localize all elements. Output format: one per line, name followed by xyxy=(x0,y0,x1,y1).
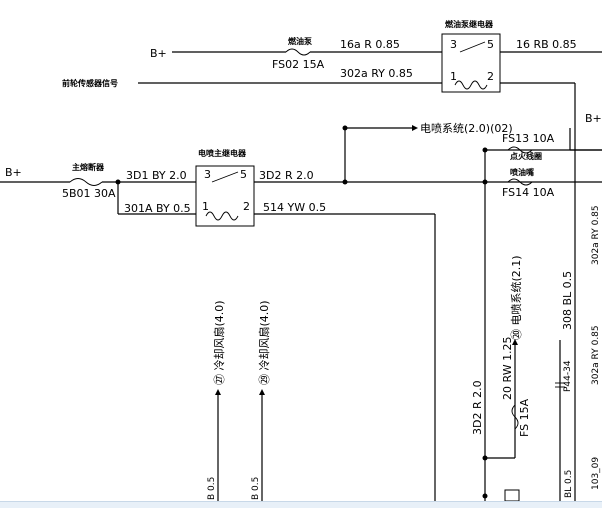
wire-20rw-label: 20 RW 1.25 xyxy=(501,336,514,400)
r1-label: 302a RY 0.85 xyxy=(591,205,601,265)
relay-mid-box xyxy=(195,165,255,227)
fs14-cn-label: 喷油嘴 xyxy=(510,167,534,177)
bl05-right-label: BL 0.5 xyxy=(564,470,574,498)
relay-mid-pin2: 2 xyxy=(243,200,250,213)
bottom-connector xyxy=(504,489,520,502)
junction-bottom xyxy=(482,493,488,499)
main-fuse-label: 5B01 30A xyxy=(62,187,116,200)
conn20-arrow xyxy=(512,339,518,345)
fuse-fs02-label: FS02 15A xyxy=(272,58,325,71)
p44-label: P44-34 xyxy=(563,360,573,392)
r2-label: 302a RY 0.85 xyxy=(591,325,601,385)
wire-3d1-label: 3D1 BY 2.0 xyxy=(126,169,187,182)
wire-514-label: 514 YW 0.5 xyxy=(263,201,326,214)
wire-16rb-label: 16 RB 0.85 xyxy=(516,38,577,51)
r3-label: 103_09 xyxy=(591,457,601,490)
fs15-label: FS 15A xyxy=(518,398,531,437)
wire-301a-label: 301A BY 0.5 xyxy=(124,202,191,215)
fuse-fs15-symbol xyxy=(511,404,519,430)
b-plus-top-label: B+ xyxy=(150,47,167,60)
fan29-arrow xyxy=(259,389,265,395)
fan27-arrow xyxy=(215,389,221,395)
wire-3d2-vert-label: 3D2 R 2.0 xyxy=(471,380,484,435)
junction-20 xyxy=(482,455,488,461)
bl05-left-label: B 0.5 xyxy=(207,477,217,500)
relay-top-box xyxy=(441,33,501,93)
fs13-label: FS13 10A xyxy=(502,132,555,145)
relay-top-cn-label: 燃油泵继电器 xyxy=(445,19,494,29)
relay-mid-pin5: 5 xyxy=(240,168,247,181)
relay-mid-pin1: 1 xyxy=(202,200,209,213)
relay-top-pin3: 3 xyxy=(450,38,457,51)
relay-top-switch xyxy=(459,41,486,53)
fuse-fs02-symbol xyxy=(285,48,311,56)
conn02-arrow xyxy=(412,125,418,131)
vert-29-label: ㉙ 冷却风扇(4.0) xyxy=(257,300,271,385)
fuse-fs02-cn-label: 燃油泵 xyxy=(288,36,312,46)
relay-mid-pin3: 3 xyxy=(204,168,211,181)
main-fuse-cn-label: 主熔断器 xyxy=(72,162,105,172)
conn-02-label: 电喷系统(2.0)(02) xyxy=(420,122,513,135)
left-signal-cn-label: 前轮传感器信号 xyxy=(62,78,118,88)
main-fuse-symbol xyxy=(69,178,103,186)
bl05-mid-label: B 0.5 xyxy=(251,477,261,500)
b-plus-right-label: B+ xyxy=(585,112,602,125)
relay-top-coil xyxy=(454,80,488,90)
wire-3d2-label: 3D2 R 2.0 xyxy=(259,169,314,182)
fs14-label: FS14 10A xyxy=(502,186,555,199)
viewer-bottom-bar xyxy=(0,501,602,508)
relay-mid-cn-label: 电喷主继电器 xyxy=(198,148,247,158)
vert-20-label: ⑳ 电喷系统(2.1) xyxy=(510,255,523,340)
relay-top-pin5: 5 xyxy=(487,38,494,51)
vert-27-label: ㉗ 冷却风扇(4.0) xyxy=(212,300,226,385)
wire-302a-label: 302a RY 0.85 xyxy=(340,67,413,80)
relay-mid-coil xyxy=(205,211,239,221)
fuse-fs14-symbol xyxy=(507,178,533,186)
relay-mid-switch xyxy=(211,171,239,183)
fs13-cn-label: 点火线圈 xyxy=(510,151,542,161)
fuse-fs13-symbol xyxy=(507,146,533,154)
relay-top-pin1: 1 xyxy=(450,70,457,83)
b-plus-left-label: B+ xyxy=(5,166,22,179)
wire-308-label: 308 BL 0.5 xyxy=(561,271,574,330)
relay-top-pin2: 2 xyxy=(487,70,494,83)
wire-16a-label: 16a R 0.85 xyxy=(340,38,400,51)
junction-fs13 xyxy=(482,147,488,153)
